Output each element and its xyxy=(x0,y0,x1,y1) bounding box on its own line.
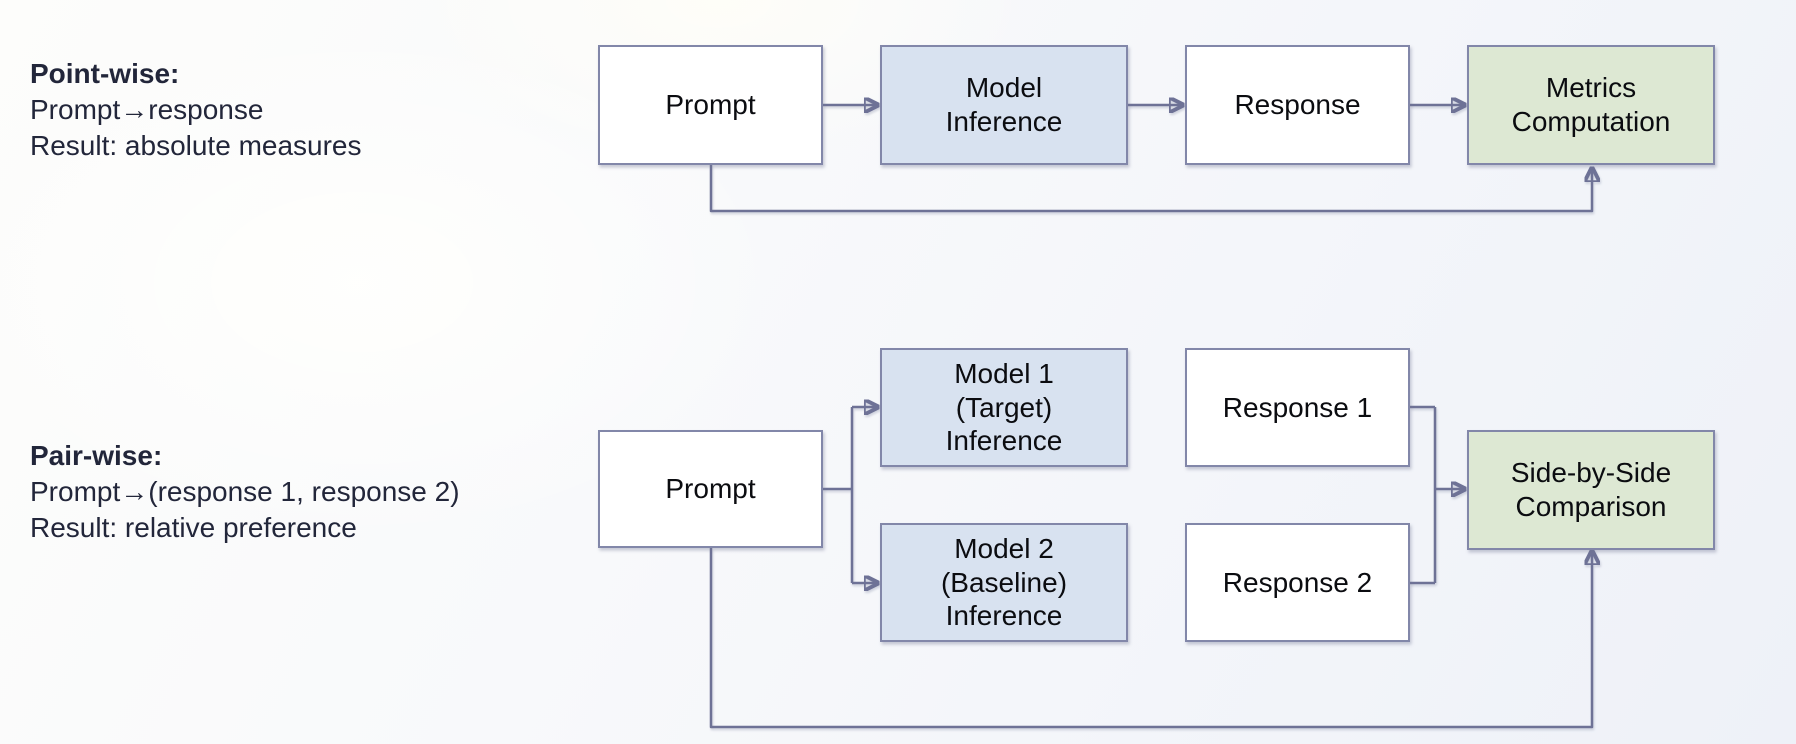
pointwise-heading: Point-wise: xyxy=(30,58,180,89)
pairwise-description: Pair-wise: Prompt→(response 1, response … xyxy=(30,438,460,546)
pointwise-response-box: Response xyxy=(1185,45,1410,165)
arrow-prompt-feedback-to-metrics xyxy=(709,165,1592,213)
merge-line-from-responses xyxy=(1410,405,1437,585)
pointwise-mapping-line: Prompt→response xyxy=(30,94,264,125)
pointwise-model-inference-box: Model Inference xyxy=(880,45,1128,165)
pointwise-prompt-box: Prompt xyxy=(598,45,823,165)
pointwise-result-line: Result: absolute measures xyxy=(30,130,362,161)
pairwise-heading: Pair-wise: xyxy=(30,440,163,471)
pairwise-response2-box: Response 2 xyxy=(1185,523,1410,642)
pairwise-result-line: Result: relative preference xyxy=(30,512,357,543)
pairwise-model2-baseline-box: Model 2 (Baseline) Inference xyxy=(880,523,1128,642)
pointwise-description: Point-wise: Prompt→response Result: abso… xyxy=(30,56,362,164)
pairwise-model1-target-box: Model 1 (Target) Inference xyxy=(880,348,1128,467)
pointwise-connectors xyxy=(709,105,1592,213)
pairwise-prompt-box: Prompt xyxy=(598,430,823,548)
pairwise-connectors xyxy=(709,405,1592,729)
pairwise-response1-box: Response 1 xyxy=(1185,348,1410,467)
arrow-prompt-feedback-to-comparison xyxy=(709,548,1592,729)
pairwise-side-by-side-comparison-box: Side-by-Side Comparison xyxy=(1467,430,1715,550)
branch-line-from-prompt xyxy=(823,407,854,583)
pairwise-mapping-line: Prompt→(response 1, response 2) xyxy=(30,476,460,507)
pointwise-metrics-computation-box: Metrics Computation xyxy=(1467,45,1715,165)
